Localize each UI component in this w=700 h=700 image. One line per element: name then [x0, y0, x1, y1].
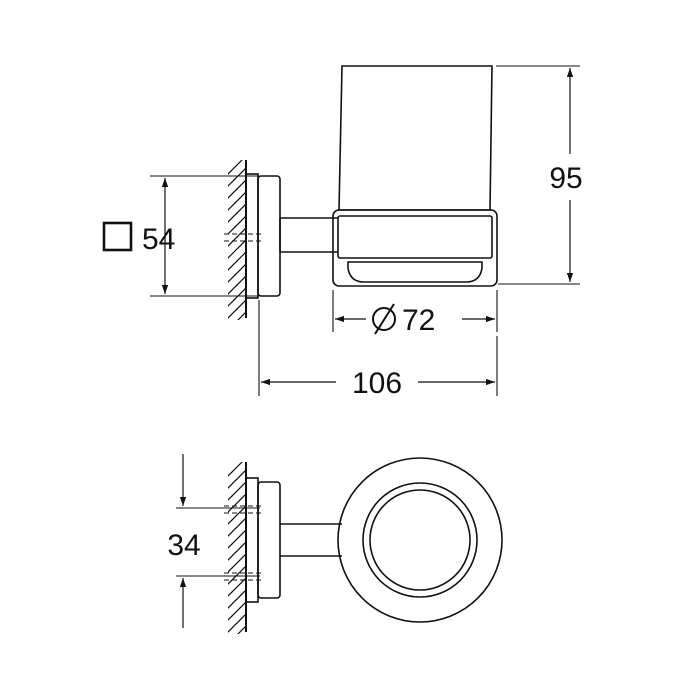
depth-label: 106 — [352, 367, 402, 400]
holder-ring — [332, 209, 498, 287]
wall-rosette — [257, 175, 281, 297]
dimension-diameter: 72 — [335, 303, 495, 337]
extension-lines-top — [176, 507, 260, 577]
holder-ring-inner — [362, 482, 478, 598]
dimension-fixing: 34 — [167, 454, 201, 628]
glass-cup-top — [369, 489, 471, 591]
holder-arm-top — [280, 523, 342, 557]
height-label: 95 — [549, 162, 582, 195]
glass-cup — [338, 65, 493, 211]
wall-bottom — [224, 462, 262, 634]
fixing-label: 34 — [167, 529, 200, 562]
side-view — [150, 65, 580, 396]
diameter-symbol-icon — [372, 303, 396, 335]
holder-arm — [279, 217, 338, 253]
wall-rosette-top — [257, 481, 281, 599]
square-symbol-icon — [102, 221, 133, 252]
dimension-square: 54 — [102, 178, 175, 294]
dimension-height: 95 — [549, 68, 583, 282]
diameter-label: 72 — [402, 304, 435, 337]
wall-top — [224, 160, 262, 320]
dimension-depth: 106 — [261, 367, 495, 400]
extension-lines — [150, 65, 580, 396]
square-size-label: 54 — [142, 223, 175, 256]
top-view — [176, 457, 503, 634]
holder-ring-outer — [337, 457, 503, 623]
wall-plate-top — [245, 477, 259, 603]
wall-plate — [245, 173, 259, 299]
